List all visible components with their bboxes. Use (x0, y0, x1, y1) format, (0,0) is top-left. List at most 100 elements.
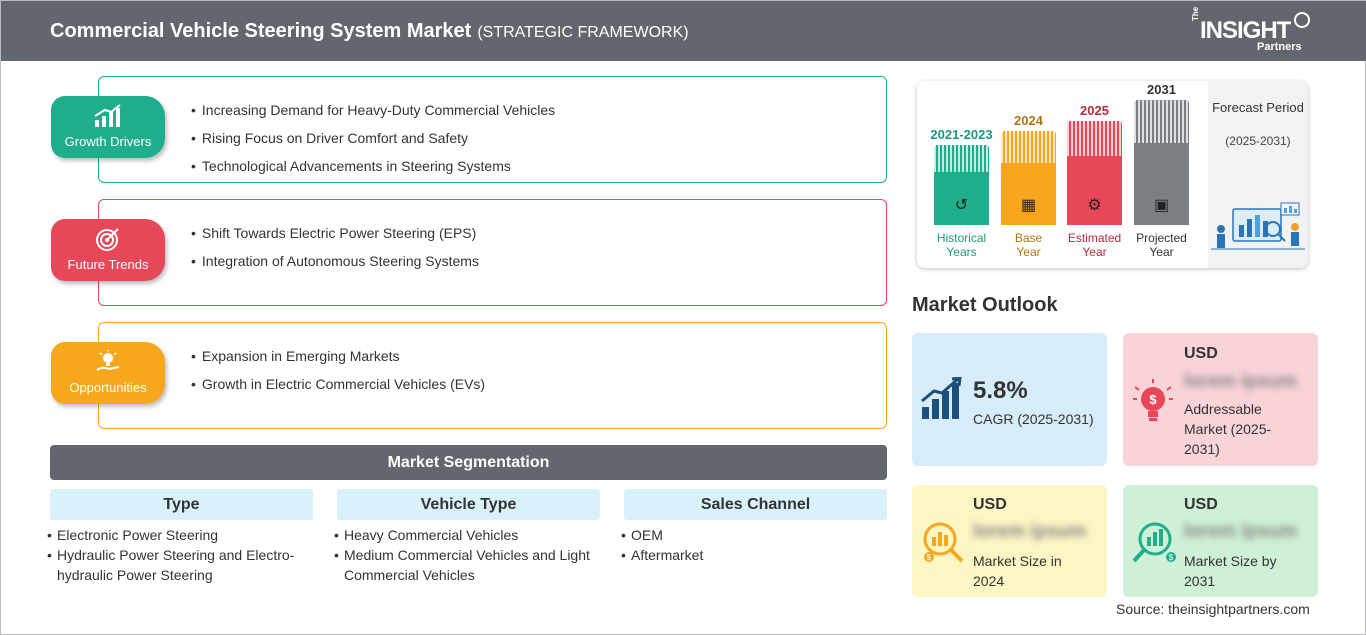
timeline-caption-line: Years (946, 245, 977, 259)
timeline-bar: ▣ (1134, 100, 1189, 225)
opportunities-box: Expansion in Emerging Markets Growth in … (98, 322, 887, 429)
list-item: Expansion in Emerging Markets (191, 342, 485, 370)
timeline-year: 2021-2023 (930, 127, 993, 142)
timeline-bar: ⚙ (1067, 121, 1122, 225)
size-2031-caption: Market Size by 2031 (1184, 553, 1277, 589)
list-item: Heavy Commercial Vehicles (334, 525, 609, 545)
segment-list-vehicle-type: Heavy Commercial Vehicles Medium Commerc… (334, 525, 609, 585)
addressable-value: lorem ipsum (1184, 371, 1297, 392)
header-bar: Commercial Vehicle Steering System Marke… (1, 1, 1366, 61)
segment-list-sales-channel: OEM Aftermarket (621, 525, 881, 565)
forecast-period: (2025-2031) (1225, 134, 1291, 148)
timeline-year: 2025 (1080, 103, 1109, 118)
timeline-caption-line: Year (1082, 245, 1107, 259)
lightbulb-hand-icon (51, 350, 165, 376)
analytics-illustration-icon (1211, 202, 1305, 250)
growth-chart-icon (51, 104, 165, 130)
bar-stripes (1001, 131, 1056, 163)
timeline-year: 2024 (1014, 113, 1043, 128)
growth-bars-icon (921, 377, 962, 419)
opportunities-badge: Opportunities (51, 342, 165, 404)
market-segmentation-bar: Market Segmentation (50, 445, 887, 480)
bar-stripes (934, 145, 989, 172)
cagr-card: 5.8% CAGR (2025-2031) (912, 333, 1107, 466)
list-item: Hydraulic Power Steering and Electro-hyd… (47, 545, 317, 585)
future-trends-list: Shift Towards Electric Power Steering (E… (191, 219, 479, 275)
svg-text:$: $ (1169, 553, 1174, 562)
growth-drivers-label: Growth Drivers (64, 134, 152, 149)
svg-text:$: $ (1149, 392, 1157, 407)
timeline-bar: ↺ (934, 145, 989, 225)
logo-insight: INSIGHT (1200, 17, 1291, 44)
calendar-icon: ▦ (1020, 197, 1037, 214)
size-2024-value: lorem ipsum (973, 521, 1086, 542)
list-item: Integration of Autonomous Steering Syste… (191, 247, 479, 275)
timeline-bar: ▦ (1001, 131, 1056, 225)
list-item: Technological Advancements in Steering S… (191, 152, 555, 180)
cagr-value: 5.8% (973, 377, 1028, 404)
opportunities-list: Expansion in Emerging Markets Growth in … (191, 342, 485, 398)
page-subtitle: (STRATEGIC FRAMEWORK) (477, 24, 689, 41)
money-bulb-icon: $ (1133, 379, 1173, 421)
list-item: Increasing Demand for Heavy-Duty Commerc… (191, 96, 555, 124)
addressable-market-card: $ USD lorem ipsum Addressable Market (20… (1123, 333, 1318, 466)
logo-the: The (1191, 6, 1200, 21)
list-item: Aftermarket (621, 545, 881, 565)
logo-partners: Partners (1257, 41, 1302, 53)
bar-stripes (1067, 121, 1122, 156)
segment-heading-vehicle-type: Vehicle Type (337, 489, 600, 520)
list-item: Medium Commercial Vehicles and Light Com… (334, 545, 609, 585)
market-size-2024-card: $ USD lorem ipsum Market Size in 2024 (912, 485, 1107, 597)
segment-heading-type: Type (50, 489, 313, 520)
coin-magnifier-icon: $ (923, 522, 964, 563)
timeline-caption-line: Year (1016, 245, 1041, 259)
insight-partners-logo: The INSIGHT Partners (1191, 7, 1321, 55)
estimate-icon: ⚙ (1087, 197, 1102, 214)
timeline-caption-line: Projected (1136, 231, 1187, 245)
size-2031-value: lorem ipsum (1184, 521, 1297, 542)
page-title: Commercial Vehicle Steering System Marke… (50, 20, 689, 43)
source-note: Source: theinsightpartners.com (1116, 601, 1310, 617)
addressable-currency: USD (1184, 345, 1218, 362)
growth-drivers-list: Increasing Demand for Heavy-Duty Commerc… (191, 96, 555, 180)
timeline-year: 2031 (1147, 82, 1176, 97)
growth-drivers-box: Increasing Demand for Heavy-Duty Commerc… (98, 76, 887, 183)
segment-list-type: Electronic Power Steering Hydraulic Powe… (47, 525, 317, 585)
future-trends-badge: Future Trends (51, 219, 165, 281)
timeline-caption-line: Historical (936, 231, 987, 245)
projection-icon: ▣ (1153, 197, 1170, 214)
market-size-2031-card: $ USD lorem ipsum Market Size by 2031 (1123, 485, 1318, 597)
bar-stripes (1134, 100, 1189, 143)
list-item: Growth in Electric Commercial Vehicles (… (191, 370, 485, 398)
size-2031-currency: USD (1184, 496, 1218, 513)
logo-arc-icon (1294, 12, 1310, 28)
history-icon: ↺ (954, 197, 969, 214)
segment-heading-sales-channel: Sales Channel (624, 489, 887, 520)
market-outlook-title: Market Outlook (912, 294, 1058, 316)
list-item: Electronic Power Steering (47, 525, 317, 545)
opportunities-label: Opportunities (69, 380, 147, 395)
future-trends-box: Shift Towards Electric Power Steering (E… (98, 199, 887, 306)
growth-magnifier-icon: $ (1132, 522, 1176, 563)
timeline-caption-line: Base (1014, 231, 1043, 245)
svg-text:$: $ (927, 553, 932, 562)
list-item: Shift Towards Electric Power Steering (E… (191, 219, 479, 247)
list-item: Rising Focus on Driver Comfort and Safet… (191, 124, 555, 152)
timeline-caption-line: Year (1149, 245, 1174, 259)
addressable-caption: Addressable Market (2025-2031) (1184, 401, 1272, 457)
forecast-title: Forecast Period (1212, 100, 1304, 115)
future-trends-label: Future Trends (67, 257, 149, 272)
size-2024-caption: Market Size in 2024 (973, 553, 1062, 589)
target-icon (51, 227, 165, 253)
list-item: OEM (621, 525, 881, 545)
timeline-caption-line: Estimated (1067, 231, 1122, 245)
size-2024-currency: USD (973, 496, 1007, 513)
cagr-caption: CAGR (2025-2031) (973, 411, 1094, 427)
page-title-text: Commercial Vehicle Steering System Marke… (50, 20, 472, 42)
